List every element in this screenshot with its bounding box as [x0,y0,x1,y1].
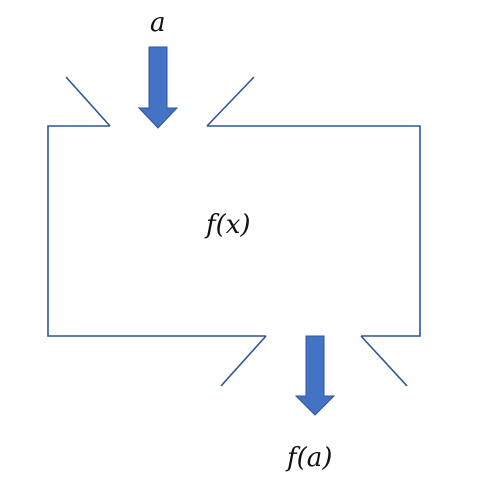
input-funnel-right-line [206,76,255,127]
output-funnel-left-line [220,335,267,387]
machine-box-left-outline [47,125,266,337]
machine-box [47,125,421,337]
output-label: f(a) [287,443,333,473]
function-label: f(x) [206,210,251,240]
machine-box-right-outline [207,125,421,337]
input-label: a [150,8,166,38]
output-funnel-right-line [360,335,408,387]
input-funnel-left-line [65,76,111,127]
output-funnel [220,335,408,387]
input-arrow [137,46,179,129]
input-funnel [65,76,255,127]
output-arrow [294,335,336,416]
